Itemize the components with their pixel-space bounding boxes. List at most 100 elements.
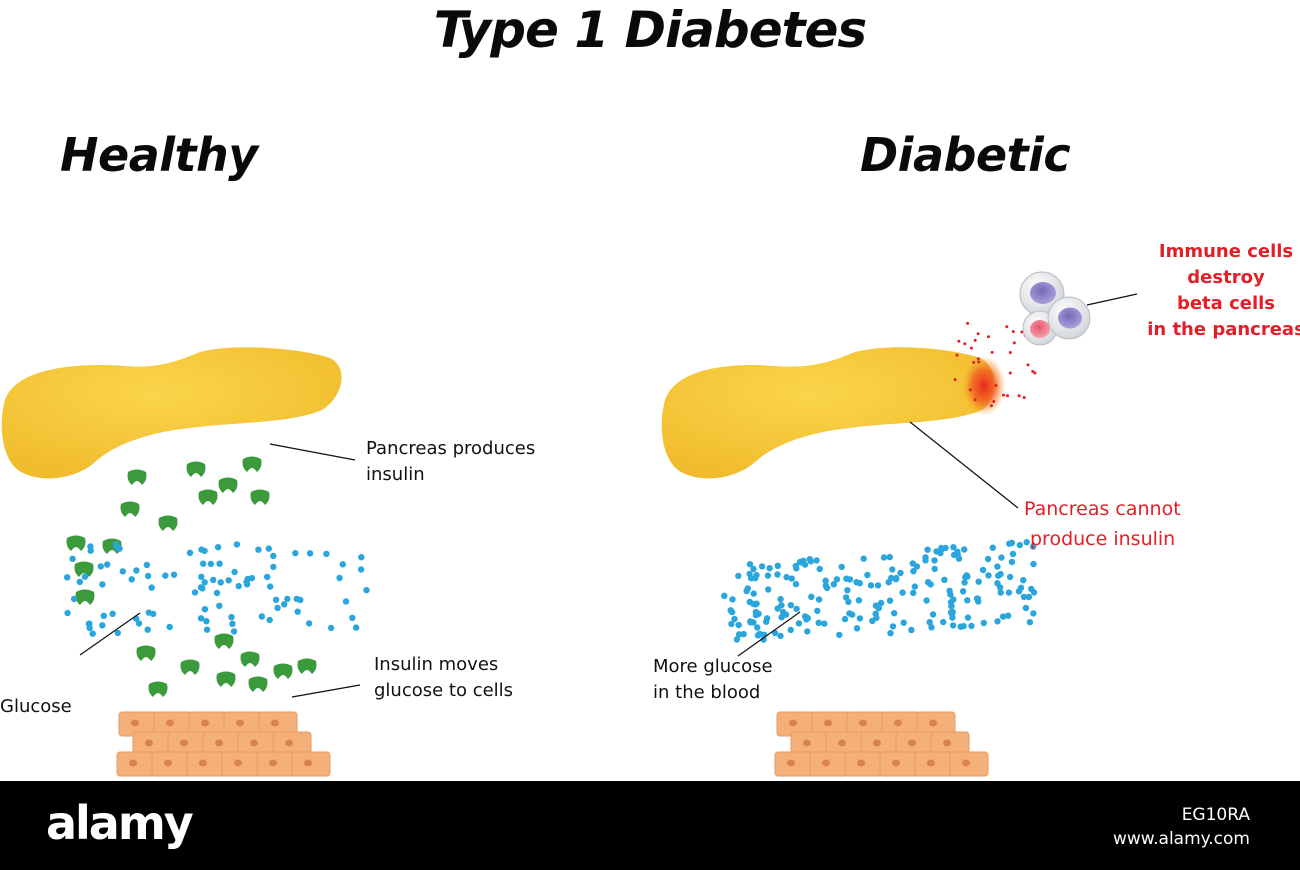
attack-dot — [1031, 370, 1034, 373]
glucose-dot — [908, 627, 914, 633]
glucose-dot — [923, 597, 929, 603]
glucose-dot — [997, 571, 1003, 577]
glucose-dot — [336, 575, 342, 581]
glucose-dot — [215, 544, 221, 550]
glucose-dot — [71, 596, 77, 602]
attack-dot — [1023, 396, 1026, 399]
glucose-dot — [998, 589, 1004, 595]
glucose-dot — [802, 561, 808, 567]
glucose-dot — [823, 583, 829, 589]
glucose-dot — [1007, 574, 1013, 580]
pancreas-cannot-produce-label: Pancreas cannot produce insulin — [1024, 494, 1181, 554]
attack-dot — [954, 378, 957, 381]
glucose-dot — [162, 572, 168, 578]
glucose-dot — [793, 606, 799, 612]
glucose-dot — [941, 577, 947, 583]
glucose-dot — [216, 603, 222, 609]
glucose-dot — [869, 618, 875, 624]
label-line: insulin — [366, 462, 535, 488]
body-cell — [292, 752, 330, 776]
glucose-dot — [887, 598, 893, 604]
glucose-dot — [940, 619, 946, 625]
body-cell — [950, 752, 988, 776]
attack-dot — [1006, 394, 1009, 397]
glucose-dot — [255, 547, 261, 553]
attack-dot — [994, 384, 997, 387]
glucose-dot — [202, 606, 208, 612]
glucose-dot — [1010, 551, 1016, 557]
glucose-dot — [358, 554, 364, 560]
glucose-dot — [236, 583, 242, 589]
glucose-dot — [82, 574, 88, 580]
healthy-glucose-pointer — [80, 613, 140, 655]
glucose-dot — [793, 581, 799, 587]
glucose-dot — [267, 617, 273, 623]
glucose-dot — [210, 577, 216, 583]
glucose-dot — [353, 624, 359, 630]
attack-dot — [991, 351, 994, 354]
watermark-footer: alamy EG10RA www.alamy.com — [0, 781, 1300, 870]
glucose-dot — [994, 618, 1000, 624]
glucose-dot — [306, 620, 312, 626]
glucose-dot — [274, 605, 280, 611]
attack-dot — [972, 361, 975, 364]
glucose-dot — [358, 566, 364, 572]
glucose-dot — [975, 596, 981, 602]
glucose-dot — [843, 576, 849, 582]
glucose-dot — [267, 583, 273, 589]
glucose-dot — [343, 598, 349, 604]
label-line: More glucose — [653, 654, 773, 680]
glucose-dot — [778, 614, 784, 620]
body-cell — [775, 752, 813, 776]
label-line: Immune cells — [1136, 239, 1300, 265]
glucose-dot — [873, 602, 879, 608]
glucose-dot — [754, 624, 760, 630]
glucose-dot — [964, 572, 970, 578]
glucose-dot — [1009, 559, 1015, 565]
glucose-dot — [721, 593, 727, 599]
glucose-dot — [994, 580, 1000, 586]
glucose-dot — [264, 574, 270, 580]
glucose-dot — [228, 614, 234, 620]
glucose-dot — [890, 623, 896, 629]
glucose-dot — [1016, 588, 1022, 594]
healthy-glucose-group — [64, 541, 370, 637]
glucose-dot — [932, 566, 938, 572]
label-line: Pancreas cannot — [1024, 494, 1181, 524]
diabetic-pancreas-pointer — [910, 422, 1018, 508]
glucose-dot — [931, 557, 937, 563]
glucose-dot — [751, 590, 757, 596]
glucose-dot — [144, 562, 150, 568]
healthy-pancreas — [2, 347, 342, 478]
label-line: in the blood — [653, 680, 773, 706]
glucose-dot — [958, 624, 964, 630]
glucose-dot — [912, 583, 918, 589]
glucose-dot — [281, 601, 287, 607]
glucose-dot — [964, 597, 970, 603]
glucose-dot — [875, 582, 881, 588]
glucose-dot — [1030, 610, 1036, 616]
glucose-dot — [887, 554, 893, 560]
image-id: EG10RA — [1182, 804, 1250, 826]
glucose-dot — [813, 557, 819, 563]
attack-dot — [977, 332, 980, 335]
glucose-dot — [729, 596, 735, 602]
glucose-dot — [873, 611, 879, 617]
glucose-dot — [198, 615, 204, 621]
glucose-dot — [748, 575, 754, 581]
glucose-dot — [990, 545, 996, 551]
glucose-dot — [99, 622, 105, 628]
glucose-dot — [349, 615, 355, 621]
attack-dot — [1018, 394, 1021, 397]
glucose-dot — [775, 605, 781, 611]
glucose-dot — [821, 620, 827, 626]
diabetic-pancreas — [662, 347, 995, 478]
glucose-dot — [202, 579, 208, 585]
attack-dot — [963, 342, 966, 345]
glucose-dot — [755, 632, 761, 638]
glucose-dot — [856, 597, 862, 603]
glucose-dot — [998, 554, 1004, 560]
immune-cells-pointer — [1087, 294, 1137, 305]
glucose-dot — [244, 581, 250, 587]
glucose-dot — [216, 561, 222, 567]
